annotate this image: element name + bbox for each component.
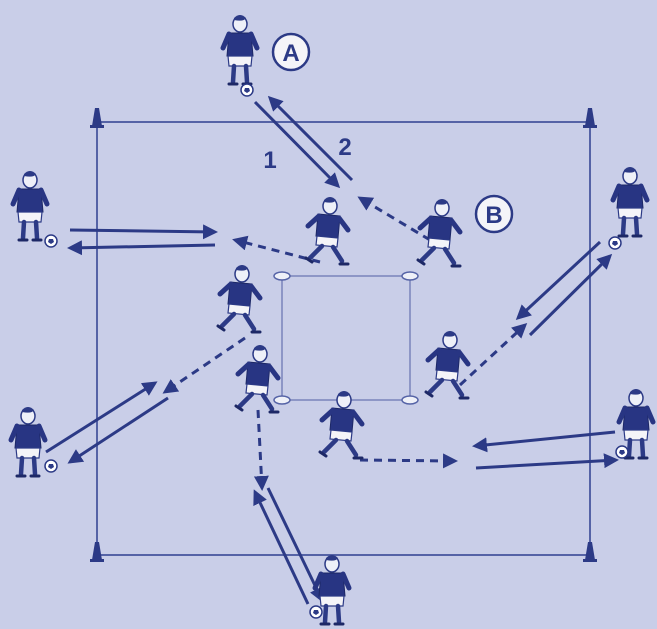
marker-a: A xyxy=(271,32,311,72)
ball-lower-right xyxy=(615,445,629,459)
pass-arrow-right-back xyxy=(528,253,613,337)
pass-arrow-left-out xyxy=(69,224,218,240)
pass-arrow-lowright-back xyxy=(475,453,619,470)
run-arrow-bottom-right xyxy=(359,453,458,469)
pass-arrow-left-back xyxy=(67,240,216,256)
ball-left xyxy=(44,234,58,248)
pass-arrow-1 xyxy=(253,100,341,189)
pass-arrow-bottom-back xyxy=(253,489,310,605)
marker-a-label: A xyxy=(282,40,299,67)
pass-arrow-lowleft-back xyxy=(67,396,169,464)
outer-field-boundary xyxy=(96,121,591,556)
pass-arrows xyxy=(45,95,619,605)
pass-number-1: 1 xyxy=(263,147,276,174)
marker-b-label: B xyxy=(485,202,502,229)
ball-right xyxy=(608,236,622,250)
ball-lower-left xyxy=(44,459,58,473)
run-arrow-left-down xyxy=(162,336,246,394)
pass-number-2: 2 xyxy=(338,134,351,161)
pass-arrow-right-in xyxy=(515,240,602,321)
marker-b-circle xyxy=(474,194,514,234)
marker-a-circle xyxy=(271,32,311,72)
pass-arrow-2 xyxy=(267,95,354,182)
disc-inner-bl xyxy=(273,395,291,405)
ball-a xyxy=(240,83,254,97)
marker-b: B xyxy=(474,194,514,234)
ball-bottom xyxy=(309,605,323,619)
disc-inner-tl xyxy=(273,271,291,281)
disc-inner-tr xyxy=(401,271,419,281)
disc-inner-br xyxy=(401,395,419,405)
run-arrow-right-up xyxy=(458,322,528,387)
pass-arrow-lowright-in xyxy=(472,430,616,453)
pass-arrow-lowleft-in xyxy=(45,381,158,454)
pass-arrow-bottom-out xyxy=(266,487,324,603)
